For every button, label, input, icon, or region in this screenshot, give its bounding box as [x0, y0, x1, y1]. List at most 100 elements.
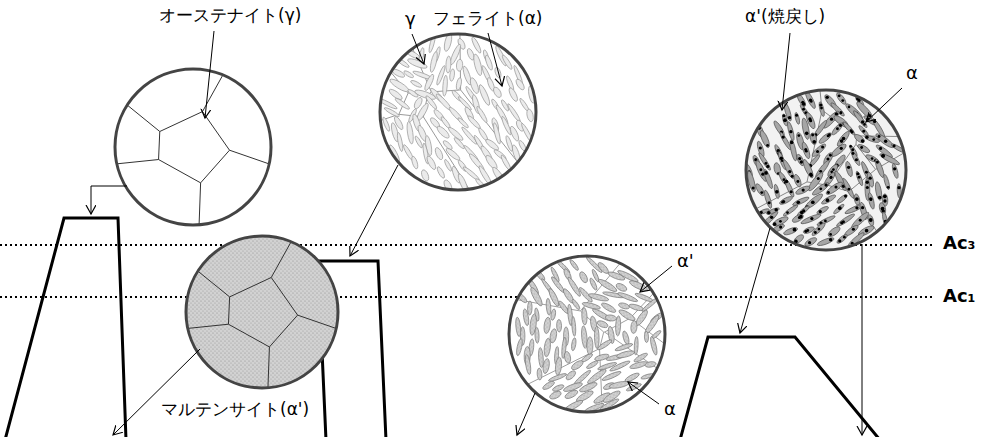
heat-profiles: [5, 218, 880, 437]
lath: [414, 135, 424, 148]
lath: [818, 101, 825, 117]
carbide-dot: [770, 216, 773, 219]
carbide-dot: [759, 168, 762, 171]
lath: [616, 350, 635, 360]
carbide-dot: [826, 198, 830, 202]
lath: [550, 309, 556, 321]
lath: [526, 108, 535, 122]
lath: [403, 70, 414, 79]
carbide-dot: [796, 180, 799, 183]
carbide-dot: [883, 194, 887, 198]
lath: [472, 53, 483, 76]
lath: [596, 338, 612, 351]
carbide-dot: [819, 103, 822, 106]
carbide-dot: [872, 138, 875, 141]
carbide-dot: [882, 154, 885, 157]
circle-content: [182, 237, 342, 394]
lath: [543, 317, 551, 334]
carbide-dot: [861, 120, 864, 123]
carbide-dot: [802, 188, 805, 191]
carbide-dot: [856, 172, 859, 175]
carbide-dot: [814, 231, 817, 234]
lath: [799, 104, 812, 121]
lath: [762, 169, 774, 190]
carbide-dot: [779, 220, 782, 223]
lath: [524, 354, 531, 375]
lath: [581, 307, 587, 325]
carbide-dot: [798, 157, 801, 160]
carbide-dot: [779, 225, 782, 228]
lath: [782, 204, 799, 217]
flow-arrow: [350, 165, 398, 256]
lath: [609, 380, 630, 389]
carbide-dot: [793, 228, 797, 232]
carbide-dot: [796, 201, 799, 204]
carbide-dot: [788, 170, 791, 173]
phase-label: α'(焼戻し): [744, 6, 826, 26]
carbide-dot: [774, 208, 778, 212]
lath: [644, 331, 648, 342]
carbide-dot: [832, 168, 835, 171]
lath: [425, 155, 437, 171]
lath: [527, 301, 532, 315]
lath: [589, 277, 599, 291]
lath: [779, 195, 794, 206]
lath: [477, 84, 491, 107]
carbide-dot: [764, 171, 768, 175]
lath: [811, 222, 827, 237]
lath: [597, 277, 618, 293]
lath: [515, 338, 523, 356]
carbide-dot: [827, 191, 830, 194]
lath: [783, 226, 799, 236]
lath: [410, 79, 423, 88]
lath: [825, 180, 844, 196]
carbide-dot: [859, 219, 862, 222]
lath: [492, 122, 502, 144]
lath: [466, 115, 481, 130]
carbide-dot: [801, 101, 804, 104]
lath: [549, 390, 563, 401]
carbide-dot: [861, 139, 864, 142]
carbide-dot: [897, 186, 900, 189]
carbide-dot: [819, 187, 822, 190]
carbide-dot: [838, 207, 841, 210]
circle-outline: [746, 90, 906, 250]
lath: [867, 192, 875, 209]
phase-label: α: [663, 398, 677, 420]
lath: [783, 102, 793, 121]
carbide-dot: [838, 206, 841, 209]
lath: [543, 338, 551, 357]
lath: [857, 143, 871, 154]
lath: [509, 125, 521, 142]
carbide-dot: [840, 139, 844, 143]
leader-line: [628, 382, 659, 404]
carbide-dot: [791, 175, 794, 178]
carbide-dot: [804, 148, 807, 151]
carbide-dot: [866, 186, 869, 189]
carbide-dot: [762, 224, 765, 227]
carbide-dot: [781, 135, 784, 138]
lath: [565, 369, 577, 381]
carbide-dot: [828, 133, 831, 136]
lath: [445, 147, 462, 162]
carbide-dot: [893, 144, 896, 147]
grain-boundary: [509, 256, 665, 412]
lath: [833, 203, 846, 215]
carbide-dot: [806, 229, 809, 232]
grain-boundary: [380, 34, 536, 190]
lath: [795, 184, 811, 195]
lath: [556, 319, 561, 332]
carbide-dot: [869, 197, 872, 200]
lath: [821, 193, 837, 205]
lath: [794, 112, 800, 125]
lath: [617, 291, 638, 303]
flow-arrow: [862, 244, 863, 435]
flow-arrow: [740, 228, 770, 333]
carbide-dot: [848, 106, 851, 109]
carbide-dot: [873, 120, 876, 123]
lath: [578, 271, 589, 284]
carbide-dot: [869, 218, 873, 222]
carbide-dot: [786, 211, 789, 214]
